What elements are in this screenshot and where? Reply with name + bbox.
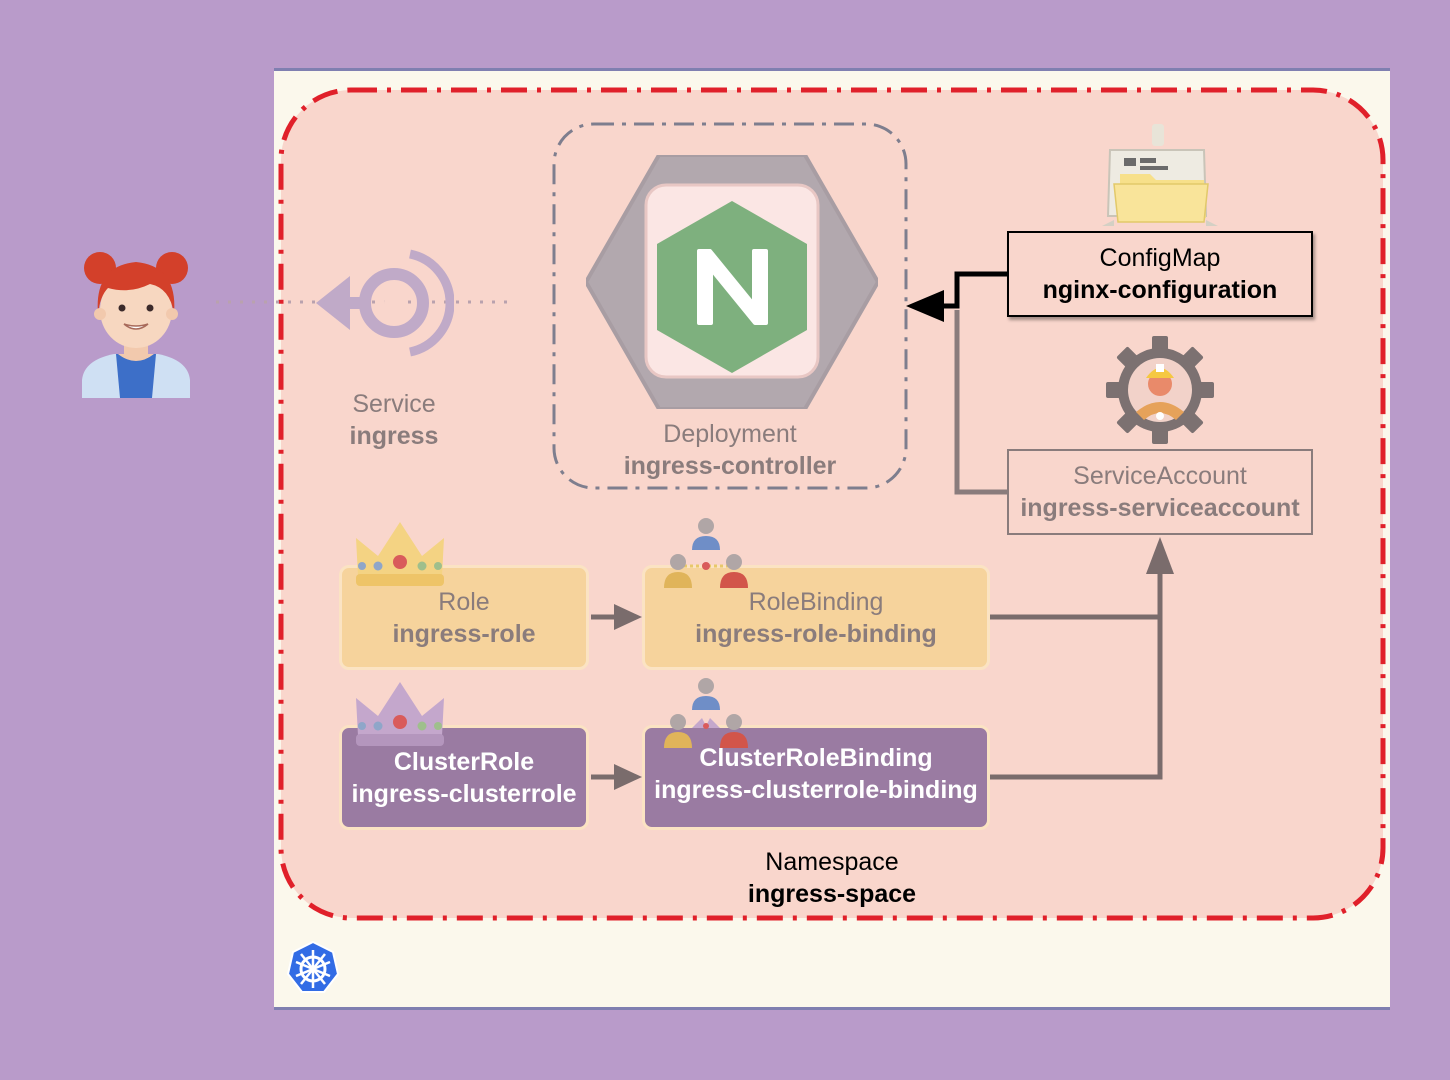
configmap-kind: ConfigMap [1099,244,1221,272]
deployment-label: Deployment ingress-controller [580,418,880,482]
serviceaccount-box: ServiceAccount ingress-serviceaccount [1007,449,1313,535]
clusterrole-crown-icon [356,682,444,746]
serviceaccount-name: ingress-serviceaccount [1020,494,1300,522]
configmap-arrow [940,271,1007,309]
role-crown-icon [356,522,444,586]
serviceaccount-gear-icon [1106,336,1214,444]
namespace-name: ingress-space [747,880,917,908]
clusterrole-name: ingress-clusterrole [351,779,577,808]
namespace-label: Namespace ingress-space [700,846,964,910]
service-kind: Service [352,390,436,418]
clusterrolebinding-people-icon [664,678,748,748]
rolebinding-kind: RoleBinding [748,587,884,616]
user-avatar-icon [82,252,190,398]
service-name: ingress [349,422,439,450]
role-box: Role ingress-role [339,565,589,670]
namespace-border [278,87,1386,921]
configmap-arrow-head [906,290,944,322]
clusterrolebinding-to-serviceaccount-line [990,570,1163,780]
configmap-folder-icon [1102,124,1218,226]
clusterrolebinding-name: ingress-clusterrole-binding [654,775,978,804]
configmap-name: nginx-configuration [1042,276,1278,304]
configmap-box: ConfigMap nginx-configuration [1007,231,1313,317]
deployment-border [552,122,908,490]
serviceaccount-kind: ServiceAccount [1073,462,1247,490]
rolebinding-box: RoleBinding ingress-role-binding [642,565,990,670]
service-icon [316,249,454,357]
clusterrolebinding-kind: ClusterRoleBinding [699,743,933,772]
serviceaccount-arrow [954,310,1007,495]
rolebinding-people-icon [664,518,748,588]
clusterrolebinding-box: ClusterRoleBinding ingress-clusterrole-b… [642,725,990,830]
serviceaccount-arrow-head [1146,537,1174,574]
service-label: Service ingress [334,388,454,452]
role-name: ingress-role [392,619,536,648]
namespace-kind: Namespace [765,848,899,876]
clusterrole-box: ClusterRole ingress-clusterrole [339,725,589,830]
clusterrole-kind: ClusterRole [393,747,535,776]
role-kind: Role [438,587,490,616]
kubernetes-helm-icon [286,940,340,993]
deployment-kind: Deployment [663,420,797,448]
nginx-logo-icon [586,155,878,409]
rolebinding-name: ingress-role-binding [695,619,937,648]
deployment-name: ingress-controller [623,452,837,480]
